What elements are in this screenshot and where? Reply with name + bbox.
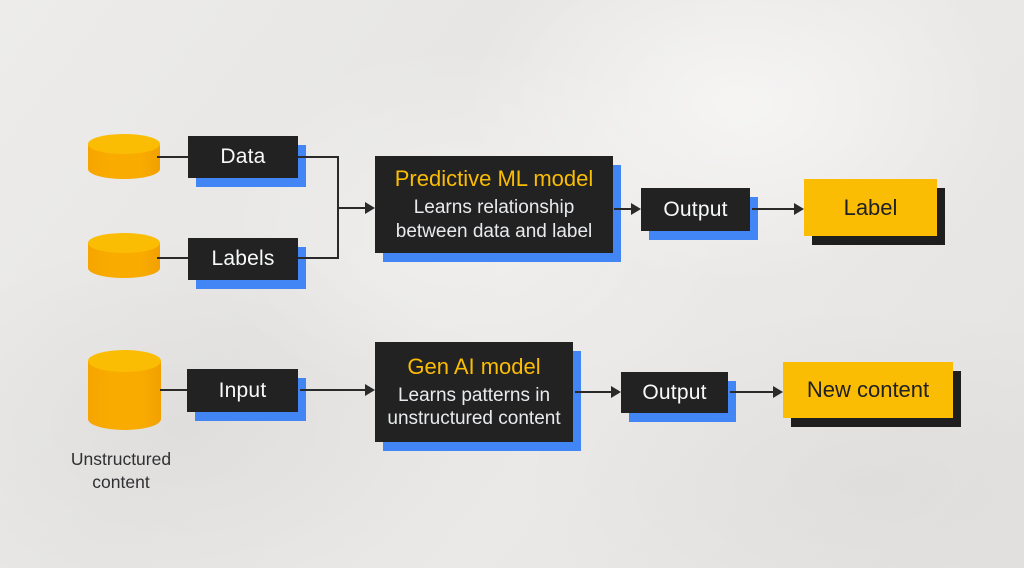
connector-output-to-label [752, 208, 795, 210]
genai-model-description: Learns patterns in unstructured content [387, 384, 561, 429]
data-box: Data [188, 136, 298, 178]
arrowhead-into-newcontent [773, 386, 783, 398]
connector-model-to-output-row2 [575, 391, 612, 393]
labels-box-label: Labels [211, 247, 275, 270]
database-cylinder-icon [88, 233, 160, 278]
cylinder-top [88, 134, 160, 154]
connector-cylinder-to-data [157, 156, 188, 158]
predictive-model-description: Learns relationship between data and lab… [395, 197, 593, 242]
connector-data-to-junction [298, 156, 339, 158]
output-box-row2: Output [621, 372, 728, 413]
label-result-box: Label [804, 179, 937, 236]
labels-box: Labels [188, 238, 298, 280]
output-box-row1: Output [641, 188, 750, 231]
input-box: Input [187, 369, 298, 412]
output-box-label: Output [642, 380, 707, 404]
unstructured-content-caption: Unstructured content [70, 449, 172, 492]
newcontent-result-text: New content [806, 377, 930, 402]
data-box-label: Data [220, 145, 266, 168]
arrowhead-into-output-row2 [611, 386, 621, 398]
database-cylinder-icon [88, 134, 160, 179]
cylinder-body [88, 361, 161, 430]
database-cylinder-icon [88, 350, 161, 430]
arrowhead-into-predictive-model [365, 202, 375, 214]
arrowhead-into-output [631, 203, 641, 215]
cylinder-top [88, 233, 160, 253]
connector-labels-to-junction [298, 257, 339, 259]
predictive-model-title: Predictive ML model [394, 166, 594, 192]
output-box-label: Output [663, 197, 728, 221]
connector-cylinder-to-input [160, 389, 187, 391]
connector-cylinder-to-labels [157, 257, 188, 259]
label-result-text: Label [843, 194, 898, 220]
connector-output-to-newcontent [730, 391, 774, 393]
arrowhead-into-label [794, 203, 804, 215]
input-box-label: Input [218, 378, 267, 402]
genai-model-box: Gen AI model Learns patterns in unstruct… [375, 342, 573, 442]
arrowhead-into-genai-model [365, 384, 375, 396]
predictive-model-box: Predictive ML model Learns relationship … [375, 156, 613, 253]
connector-junction-to-model [337, 207, 366, 209]
cylinder-top [88, 350, 161, 372]
connector-input-to-model [300, 389, 366, 391]
genai-model-title: Gen AI model [407, 353, 541, 379]
connector-model-to-output [614, 208, 632, 210]
newcontent-result-box: New content [783, 362, 953, 418]
